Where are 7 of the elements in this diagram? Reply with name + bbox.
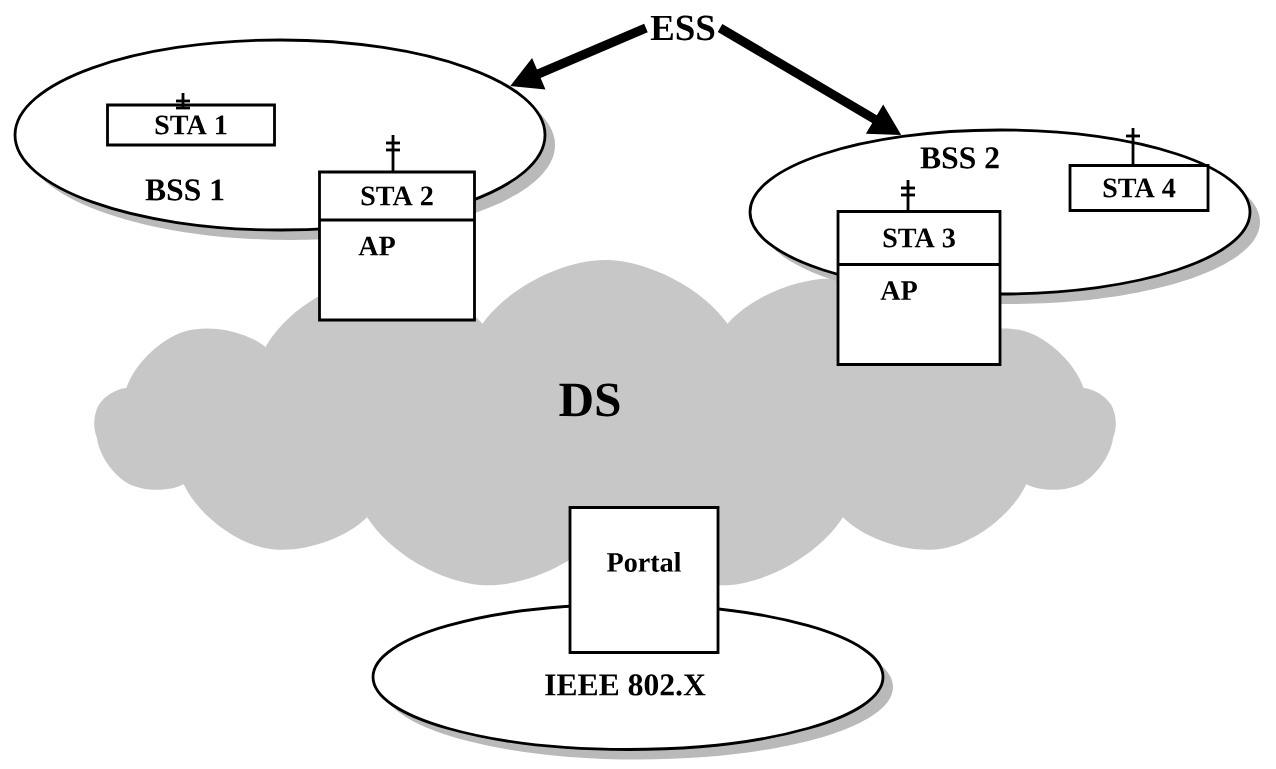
portal-box: Portal	[568, 506, 720, 654]
access-point-box: STA 3 AP	[836, 210, 1002, 366]
station-box: STA 4	[1068, 164, 1210, 212]
heading-label: ESS	[650, 15, 715, 41]
node-label: IEEE 802.X	[545, 674, 706, 696]
station-box: STA 1	[106, 103, 276, 147]
access-point-box: STA 2 AP	[318, 170, 476, 322]
